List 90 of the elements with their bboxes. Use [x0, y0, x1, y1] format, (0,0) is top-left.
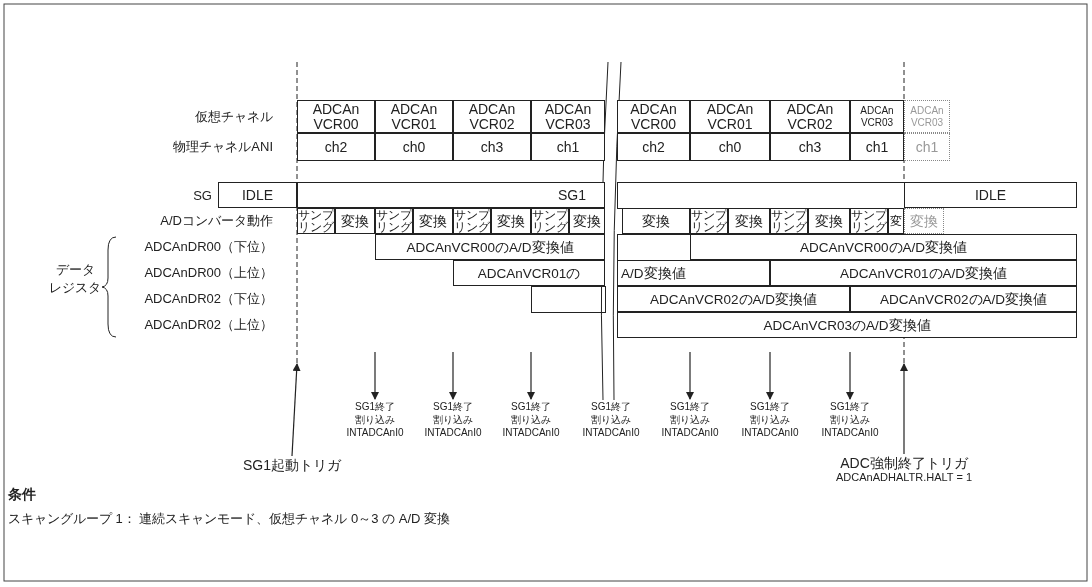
interrupt-label: 割り込み: [829, 413, 871, 426]
timing-segment: ADCAnVCR02のA/D変換値: [850, 286, 1077, 312]
timing-segment: 変換: [622, 208, 690, 234]
arrow: [846, 351, 854, 400]
interrupt-label: INTADCAnI0: [660, 426, 720, 439]
interrupt-label: INTADCAnI0: [820, 426, 880, 439]
timing-segment: ADCAnVCR02のA/D変換値: [617, 286, 850, 312]
timing-segment: 変換: [904, 208, 944, 234]
row-label: ADCAnDR00（上位）: [143, 264, 273, 282]
timing-segment: [531, 286, 606, 313]
timing-segment: ADCAnVCR01の: [453, 260, 605, 286]
interrupt-label: SG1終了: [829, 400, 871, 413]
row-label: 物理チャネルANI: [172, 138, 273, 156]
timing-segment: ADCAn VCR03: [904, 100, 950, 133]
interrupt-label: 割り込み: [749, 413, 791, 426]
interrupt-label: SG1終了: [432, 400, 474, 413]
timing-segment: 変換: [569, 208, 605, 234]
timing-segment: ADCAn VCR00: [617, 100, 690, 133]
timing-segment: ADCAn VCR03: [531, 100, 605, 133]
timing-segment: SG1: [297, 182, 605, 208]
arrow: [291, 363, 301, 457]
sampling-segment: サンプリング: [531, 208, 569, 234]
timing-segment: ch0: [690, 133, 770, 161]
timing-segment: [617, 234, 691, 261]
timing-segment: 変換: [808, 208, 850, 234]
arrow: [449, 351, 457, 400]
arrow: [371, 351, 379, 400]
interrupt-label: 割り込み: [669, 413, 711, 426]
timing-segment: 変: [888, 208, 904, 234]
trigger-label: ADC強制終了トリガ: [839, 455, 970, 471]
trigger-label: SG1起動トリガ: [227, 457, 357, 473]
timing-segment: ADCAnVCR01のA/D変換値: [770, 260, 1077, 286]
timing-segment: ch3: [453, 133, 531, 161]
timing-segment: 変換: [413, 208, 453, 234]
arrow: [686, 351, 694, 400]
timing-segment: ADCAn VCR03: [850, 100, 904, 133]
timing-segment: IDLE: [904, 182, 1077, 208]
timing-segment: ADCAnVCR00のA/D変換値: [375, 234, 605, 260]
timing-segment: ADCAn VCR01: [375, 100, 453, 133]
row-label: ADCAnDR00（下位）: [143, 238, 273, 256]
condition-text: スキャングループ 1： 連続スキャンモード、仮想チャネル 0～3 の A/D 変換: [8, 510, 452, 528]
arrow: [766, 351, 774, 400]
group-label: データ: [54, 262, 96, 278]
interrupt-label: INTADCAnI0: [581, 426, 641, 439]
interrupt-label: 割り込み: [590, 413, 632, 426]
interrupt-label: INTADCAnI0: [501, 426, 561, 439]
interrupt-label: INTADCAnI0: [345, 426, 405, 439]
interrupt-label: SG1終了: [749, 400, 791, 413]
timing-segment: A/D変換値: [617, 260, 770, 286]
timing-segment: ADCAn VCR02: [770, 100, 850, 133]
register-note: ADCAnADHALTR.HALT = 1: [835, 471, 973, 484]
timing-segment: ADCAn VCR00: [297, 100, 375, 133]
sampling-segment: サンプリング: [453, 208, 491, 234]
timing-segment: ADCAn VCR02: [453, 100, 531, 133]
interrupt-label: INTADCAnI0: [740, 426, 800, 439]
row-label: 仮想チャネル: [194, 107, 273, 126]
interrupt-label: 割り込み: [432, 413, 474, 426]
timing-segment: ch2: [297, 133, 375, 161]
group-label: レジスタ: [48, 280, 102, 296]
sampling-segment: サンプリング: [375, 208, 413, 234]
timing-segment: 変換: [335, 208, 375, 234]
timing-segment: [617, 182, 905, 209]
row-label: ADCAnDR02（下位）: [143, 290, 273, 308]
row-label: SG: [192, 186, 212, 205]
condition-heading: 条件: [8, 486, 37, 504]
interrupt-label: SG1終了: [669, 400, 711, 413]
timing-segment: ch1: [850, 133, 904, 161]
interrupt-label: SG1終了: [510, 400, 552, 413]
timing-segment: 変換: [491, 208, 531, 234]
sampling-segment: サンプリング: [297, 208, 335, 234]
timing-segment: ch0: [375, 133, 453, 161]
timing-segment: IDLE: [218, 182, 297, 208]
interrupt-label: 割り込み: [354, 413, 396, 426]
arrow: [900, 363, 908, 455]
interrupt-label: 割り込み: [510, 413, 552, 426]
timing-segment: ADCAn VCR01: [690, 100, 770, 133]
timing-segment: ch1: [531, 133, 605, 161]
timing-segment: 変換: [728, 208, 770, 234]
sampling-segment: サンプリング: [690, 208, 728, 234]
interrupt-label: SG1終了: [590, 400, 632, 413]
interrupt-label: SG1終了: [354, 400, 396, 413]
timing-segment: ch3: [770, 133, 850, 161]
timing-segment: ADCAnVCR00のA/D変換値: [690, 234, 1077, 260]
timing-segment: ch2: [617, 133, 690, 161]
row-label: A/Dコンバータ動作: [159, 212, 273, 230]
timing-segment: ch1: [904, 133, 950, 161]
interrupt-label: INTADCAnI0: [423, 426, 483, 439]
arrow: [527, 351, 535, 400]
row-label: ADCAnDR02（上位）: [143, 316, 273, 334]
timing-segment: ADCAnVCR03のA/D変換値: [617, 312, 1077, 338]
